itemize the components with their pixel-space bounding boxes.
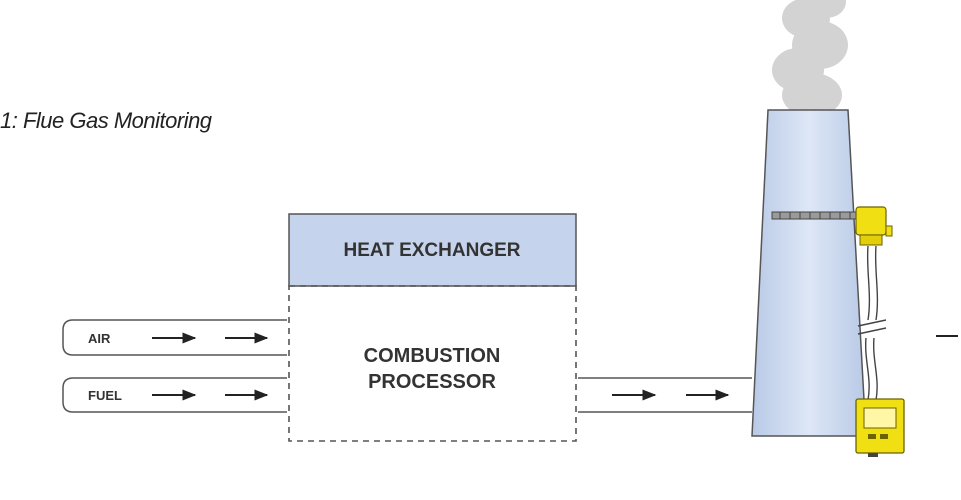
combustion-label-line2: PROCESSOR [368,371,496,393]
air-pipe: AIR [62,319,287,356]
sensor-probe [771,211,859,220]
heat-exchanger-label: HEAT EXCHANGER [344,240,521,261]
smoke-plume [772,0,848,117]
fuel-label: FUEL [88,388,122,403]
smokestack [751,109,867,437]
flue-duct [578,377,752,413]
sensor-cable [857,245,887,401]
air-label: AIR [88,331,111,346]
combustion-processor-box [288,285,577,442]
analyzer-unit [855,398,905,457]
combustion-label-line1: COMBUSTION [364,345,501,367]
fuel-pipe: FUEL [62,377,287,413]
sensor-head [855,206,893,246]
figure-caption: 1: Flue Gas Monitoring [0,108,212,133]
heat-exchanger-box [288,213,577,287]
